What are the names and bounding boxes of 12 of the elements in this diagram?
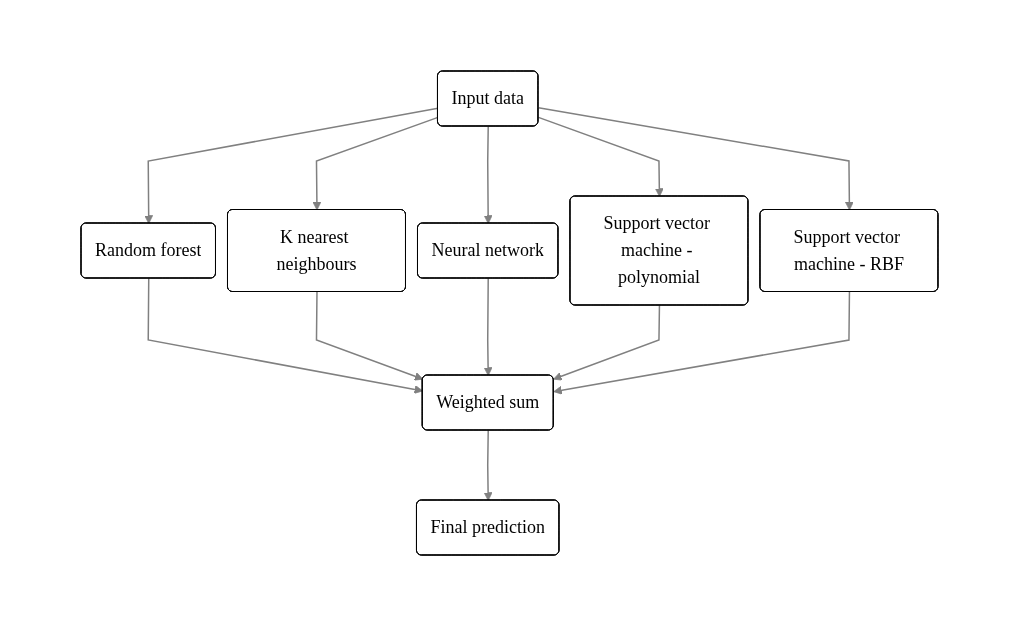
arrow (144, 107, 439, 224)
arrow (483, 277, 493, 376)
arrow (147, 277, 424, 394)
arrow (537, 106, 854, 211)
arrow (483, 125, 493, 224)
arrow (553, 304, 661, 381)
node-text: K nearest neighbours (276, 226, 357, 274)
arrow (537, 116, 664, 197)
arrow (312, 116, 439, 211)
arrow (553, 291, 851, 395)
arrow (315, 291, 424, 381)
arrow (483, 429, 493, 501)
